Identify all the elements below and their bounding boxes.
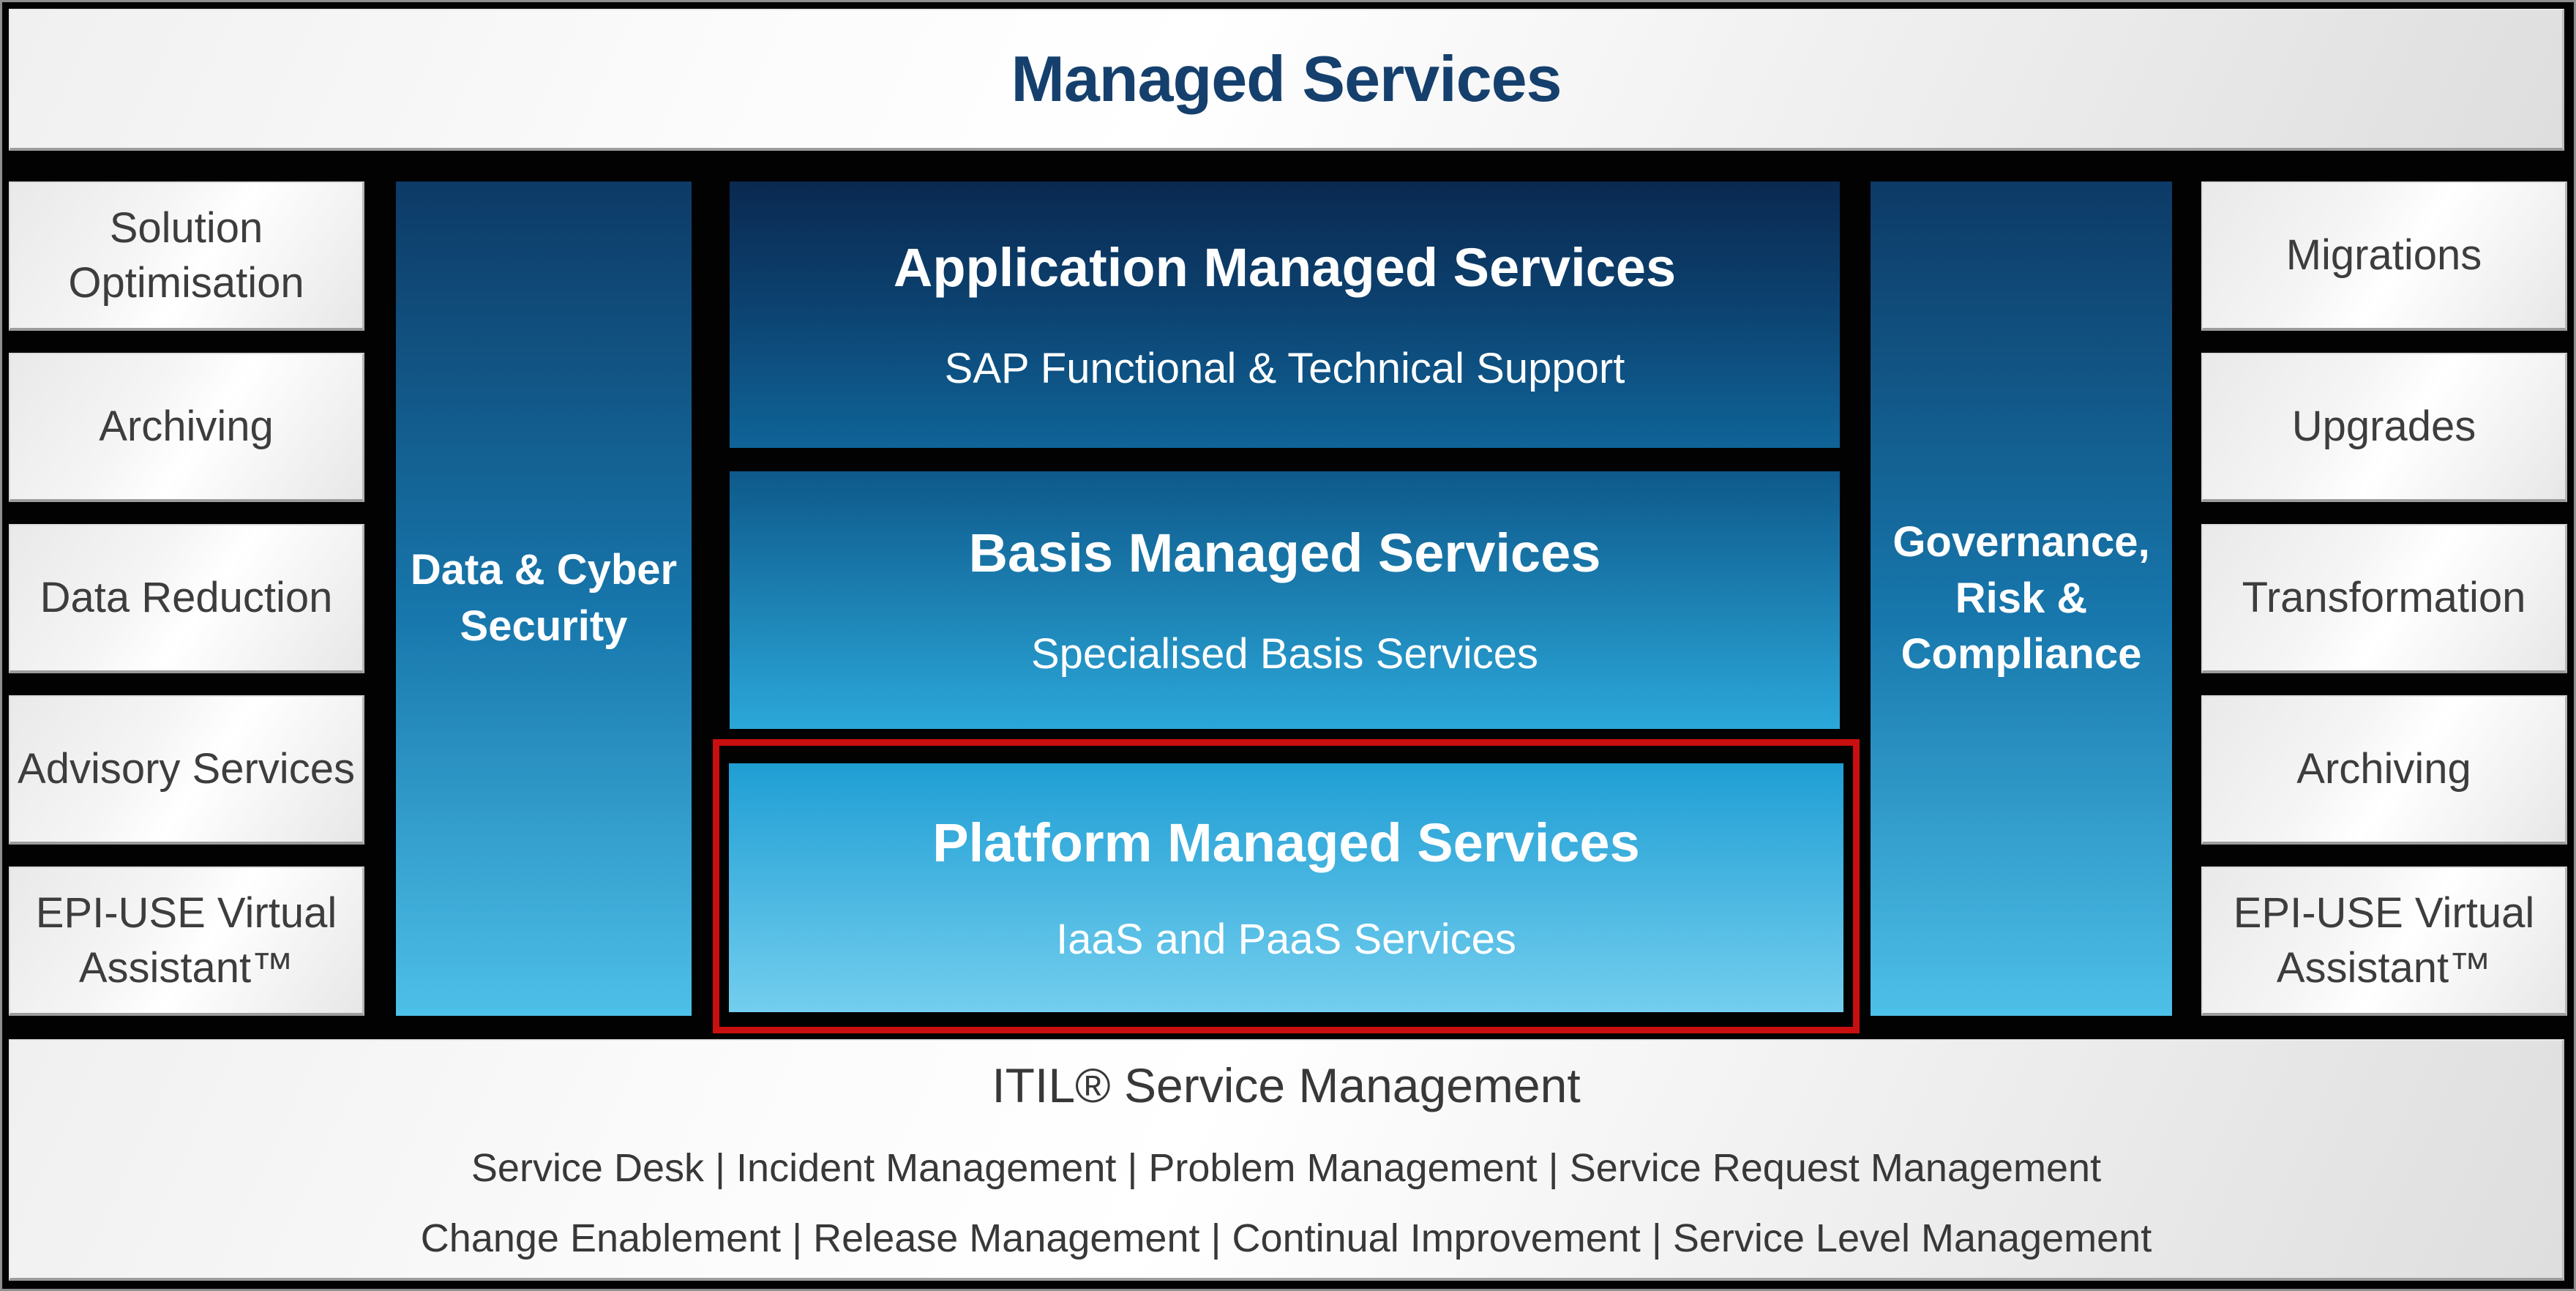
- basis-managed-services-title: Basis Managed Services: [968, 523, 1601, 583]
- service-box-archiving-left: Archiving: [9, 353, 364, 502]
- itil-processes-line-1: Service Desk | Incident Management | Pro…: [471, 1146, 2102, 1190]
- service-box-transformation: Transformation: [2201, 524, 2567, 673]
- application-managed-services-box: Application Managed Services SAP Functio…: [730, 182, 1840, 448]
- service-box-archiving-right: Archiving: [2201, 695, 2567, 845]
- basis-managed-services-subtitle: Specialised Basis Services: [1030, 630, 1539, 678]
- itil-service-management-band: ITIL® Service Management Service Desk | …: [9, 1039, 2564, 1281]
- governance-risk-compliance-bar: Governance, Risk & Compliance: [1871, 182, 2172, 1016]
- page-title: Managed Services: [1011, 42, 1562, 115]
- service-box-upgrades: Upgrades: [2201, 353, 2567, 502]
- service-box-data-reduction: Data Reduction: [9, 524, 364, 673]
- application-managed-services-subtitle: SAP Functional & Technical Support: [944, 345, 1625, 392]
- right-services-column: Migrations Upgrades Transformation Archi…: [2201, 182, 2567, 1016]
- data-cyber-security-bar: Data & Cyber Security: [396, 182, 692, 1016]
- itil-service-management-title: ITIL® Service Management: [992, 1058, 1581, 1112]
- platform-managed-services-box: Platform Managed Services IaaS and PaaS …: [729, 763, 1843, 1012]
- itil-processes-line-2: Change Enablement | Release Management |…: [420, 1216, 2152, 1260]
- application-managed-services-title: Application Managed Services: [893, 237, 1677, 298]
- platform-managed-services-title: Platform Managed Services: [932, 812, 1640, 873]
- platform-highlight-frame: Platform Managed Services IaaS and PaaS …: [713, 739, 1860, 1033]
- service-box-solution-optimisation: Solution Optimisation: [9, 182, 364, 331]
- left-services-column: Solution Optimisation Archiving Data Red…: [9, 182, 364, 1016]
- service-box-migrations: Migrations: [2201, 182, 2567, 331]
- data-cyber-security-label: Data & Cyber Security: [410, 546, 678, 650]
- service-box-virtual-assistant-right: EPI-USE Virtual Assistant™: [2201, 867, 2567, 1016]
- platform-managed-services-subtitle: IaaS and PaaS Services: [1056, 916, 1516, 963]
- basis-managed-services-box: Basis Managed Services Specialised Basis…: [730, 471, 1840, 729]
- governance-risk-compliance-label: Governance, Risk & Compliance: [1892, 518, 2150, 678]
- service-box-virtual-assistant-left: EPI-USE Virtual Assistant™: [9, 867, 364, 1016]
- service-box-advisory-services: Advisory Services: [9, 695, 364, 845]
- header-band: Managed Services: [9, 9, 2564, 151]
